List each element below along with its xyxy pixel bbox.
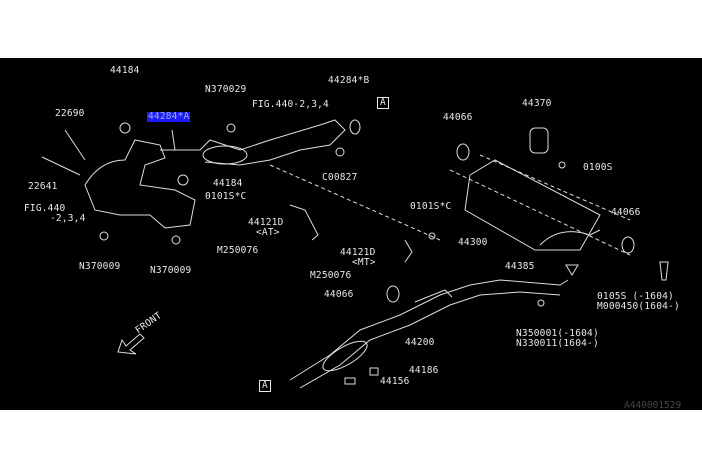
part-label[interactable]: 44200 [405, 337, 435, 348]
part-label[interactable]: 44066 [611, 207, 641, 218]
diagram-code: A440001529 [624, 400, 682, 411]
part-label[interactable]: N330011(1604-) [516, 338, 599, 349]
part-label[interactable]: M250076 [217, 245, 259, 256]
variant-label: <AT> [256, 227, 280, 238]
gasket-44385 [565, 264, 579, 276]
muffler [464, 159, 601, 251]
ref-box-a: A [259, 380, 271, 392]
part-label[interactable]: 44184 [213, 178, 243, 189]
part-label[interactable]: 22641 [28, 181, 58, 192]
part-label[interactable]: 44284*B [328, 75, 370, 86]
part-label[interactable]: N370009 [150, 265, 192, 276]
figure-ref-label[interactable]: FIG.440 [24, 203, 66, 214]
bracket-mt [404, 239, 413, 263]
rubber-44066-right [621, 236, 635, 254]
hanger-44370 [529, 127, 549, 154]
part-label[interactable]: 44066 [443, 112, 473, 123]
part-label[interactable]: 0101S*C [410, 201, 452, 212]
part-label[interactable]: 44385 [505, 261, 535, 272]
part-label[interactable]: 44066 [324, 289, 354, 300]
nut-c00827 [335, 147, 345, 157]
part-label[interactable]: 44121D [340, 247, 376, 258]
figure-ref-label: -2,3,4 [50, 213, 86, 224]
exhaust-manifold [84, 139, 196, 229]
gasket-44284b [349, 119, 361, 135]
front-pipe [160, 119, 346, 166]
rubber-44066-low [386, 285, 400, 303]
part-label[interactable]: C00827 [322, 172, 358, 183]
part-label[interactable]: N370009 [79, 261, 121, 272]
part-label[interactable]: 44186 [409, 365, 439, 376]
center-exhaust-pipe [289, 279, 569, 389]
part-label[interactable]: 44300 [458, 237, 488, 248]
catalyst [202, 145, 248, 165]
figure-ref-label[interactable]: FIG.440-2,3,4 [252, 99, 329, 110]
part-label[interactable]: 44184 [110, 65, 140, 76]
part-label[interactable]: 44370 [522, 98, 552, 109]
part-label[interactable]: N350001(-1604) [516, 328, 599, 339]
part-label[interactable]: 44156 [380, 376, 410, 387]
part-label[interactable]: N370029 [205, 84, 247, 95]
part-label[interactable]: M250076 [310, 270, 352, 281]
part-label[interactable]: 0101S*C [205, 191, 247, 202]
front-arrow-icon [117, 333, 145, 355]
part-label[interactable]: M000450(1604-) [597, 301, 680, 312]
part-label[interactable]: 0105S (-1604) [597, 291, 674, 302]
part-label[interactable]: 44121D [248, 217, 284, 228]
part-label[interactable]: 0100S [583, 162, 613, 173]
bracket-at [289, 204, 319, 241]
rubber-44066-top [456, 143, 470, 161]
variant-label: <MT> [352, 257, 376, 268]
resonator [322, 340, 368, 372]
part-label[interactable]: 22690 [55, 108, 85, 119]
part-label-highlighted[interactable]: 44284*A [147, 111, 191, 122]
ref-box-a: A [377, 97, 389, 109]
